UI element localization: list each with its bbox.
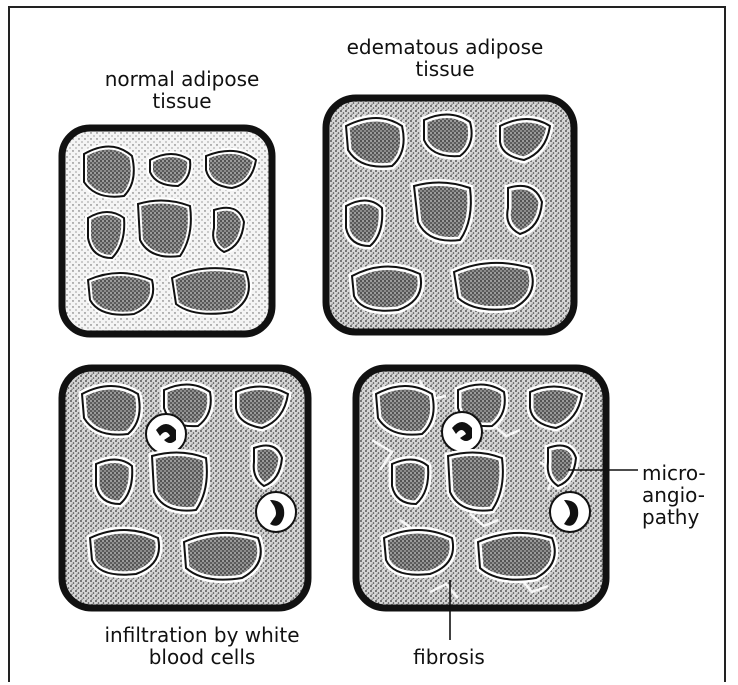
adipocyte xyxy=(478,533,555,580)
adipocyte xyxy=(384,530,453,575)
panel-edematous xyxy=(326,98,574,332)
panel-infiltration xyxy=(62,368,308,608)
adipocyte xyxy=(90,530,159,575)
white-blood-cell xyxy=(442,412,482,452)
white-blood-cell xyxy=(550,492,590,532)
adipocyte xyxy=(184,533,261,580)
adipocyte xyxy=(346,200,382,246)
adipocyte xyxy=(84,146,134,196)
label-fibrosis: fibrosis xyxy=(404,646,494,668)
adipocyte xyxy=(172,268,249,314)
adipocyte xyxy=(448,452,503,510)
white-blood-cell xyxy=(256,492,296,532)
adipocyte xyxy=(424,114,472,156)
adipocyte xyxy=(82,386,140,435)
adipocyte xyxy=(206,151,256,188)
adipocyte xyxy=(548,446,576,486)
adipocyte xyxy=(376,386,434,435)
adipocyte xyxy=(88,273,153,315)
panel-normal xyxy=(62,128,272,334)
white-blood-cell xyxy=(146,414,186,454)
adipocyte xyxy=(414,182,471,240)
adipocyte xyxy=(150,154,190,186)
adipocyte xyxy=(96,459,132,504)
adipocyte xyxy=(352,266,421,310)
adipocyte xyxy=(507,186,542,234)
label-microangiopathy: micro- angio- pathy xyxy=(642,462,732,528)
adipocyte xyxy=(254,446,282,486)
adipocyte xyxy=(346,118,404,167)
adipocyte xyxy=(392,459,428,504)
label-edematous-adipose-tissue: edematous adipose tissue xyxy=(332,36,558,80)
adipocyte xyxy=(138,200,191,256)
label-normal-adipose-tissue: normal adipose tissue xyxy=(82,68,282,112)
adipocyte xyxy=(88,212,124,258)
adipocyte xyxy=(152,452,207,510)
adipocyte xyxy=(454,263,533,310)
panel-fibrosis xyxy=(356,368,606,608)
label-infiltration: infiltration by white blood cells xyxy=(86,624,318,668)
